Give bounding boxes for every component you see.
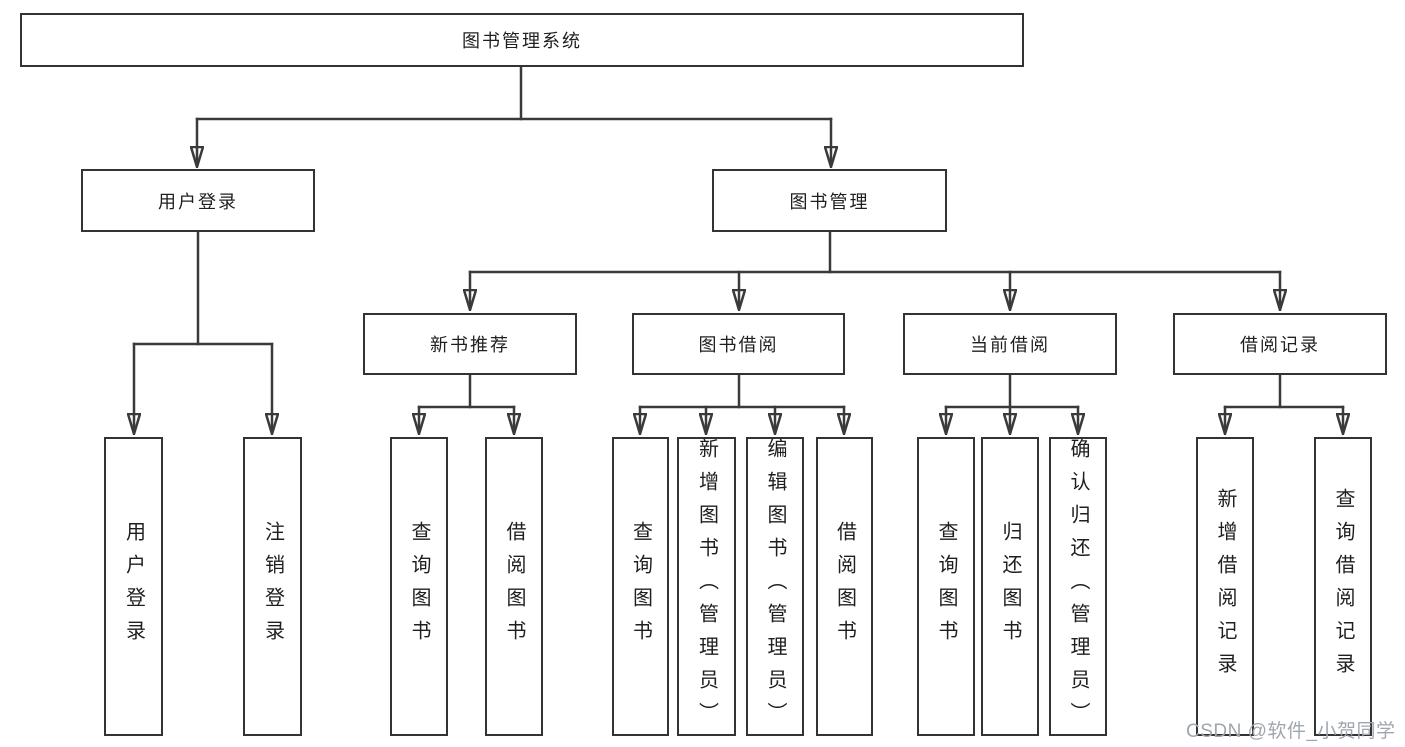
node-current-borrow: 当前借阅	[903, 313, 1117, 375]
node-book-borrow: 图书借阅	[632, 313, 845, 375]
connector-borrow-to-leaves	[640, 373, 844, 432]
leaf-label: 新增借阅记录	[1214, 487, 1236, 686]
leaf-label: 查询图书	[408, 520, 430, 653]
connector-bookmgmt-to-level3	[470, 230, 1280, 308]
leaf-label: 借阅图书	[833, 520, 856, 653]
leaf-user-login: 用户登录	[104, 437, 163, 736]
leaf-label: 归还图书	[999, 520, 1021, 653]
leaf-add-books-admin: 新增图书（管理员）	[677, 437, 736, 736]
connector-login-to-leaves	[134, 230, 272, 432]
leaf-query-books-recommend: 查询图书	[390, 437, 448, 736]
leaf-label: 查询借阅记录	[1332, 487, 1354, 686]
connector-newbooks-to-leaves	[419, 373, 514, 432]
leaf-query-borrow-record: 查询借阅记录	[1314, 437, 1372, 736]
leaf-borrow-books-recommend: 借阅图书	[485, 437, 543, 736]
node-book-management: 图书管理	[712, 169, 947, 232]
leaf-confirm-return-admin: 确认归还（管理员）	[1049, 437, 1107, 736]
leaf-logout: 注销登录	[243, 437, 302, 736]
leaf-return-books: 归还图书	[981, 437, 1039, 736]
leaf-label: 借阅图书	[503, 520, 525, 653]
leaf-label: 新增图书（管理员）	[695, 438, 718, 735]
connector-current-to-leaves	[946, 373, 1078, 432]
leaf-query-books-current: 查询图书	[917, 437, 975, 736]
connector-records-to-leaves	[1225, 373, 1343, 432]
node-user-login: 用户登录	[81, 169, 315, 232]
leaf-label: 注销登录	[261, 520, 284, 653]
leaf-label: 查询图书	[629, 520, 652, 653]
node-root-system: 图书管理系统	[20, 13, 1024, 67]
leaf-label: 确认归还（管理员）	[1067, 438, 1089, 735]
leaf-add-borrow-record: 新增借阅记录	[1196, 437, 1254, 736]
leaf-edit-books-admin: 编辑图书（管理员）	[746, 437, 804, 736]
node-new-book-recommend: 新书推荐	[363, 313, 577, 375]
leaf-borrow-books: 借阅图书	[816, 437, 873, 736]
leaf-label: 用户登录	[122, 520, 145, 653]
leaf-query-books-borrow: 查询图书	[612, 437, 669, 736]
leaf-label: 查询图书	[935, 520, 957, 653]
leaf-label: 编辑图书（管理员）	[764, 438, 786, 735]
node-borrow-records: 借阅记录	[1173, 313, 1387, 375]
watermark: CSDN @软件_小贺同学	[1186, 721, 1396, 742]
connector-root-to-level2	[197, 65, 831, 165]
